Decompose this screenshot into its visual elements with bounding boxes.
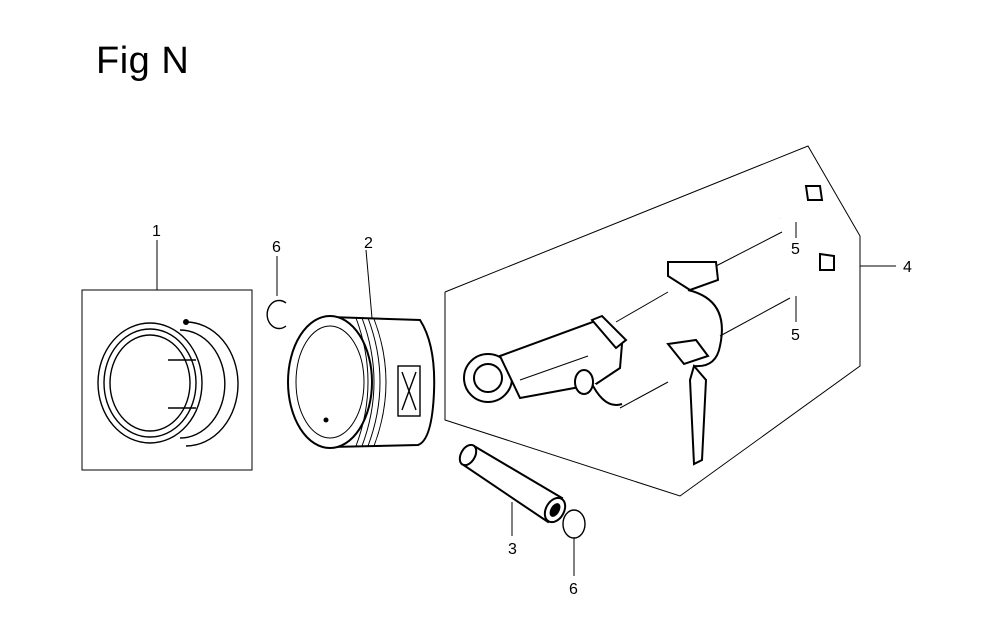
ring-set-box [81,289,253,471]
leader-lines [156,222,896,576]
figure-title: Fig N [96,40,190,82]
connecting-rod [463,314,628,406]
ring-rear [168,319,239,447]
circlip-top [266,299,287,330]
piston-pin [458,443,567,524]
callouts: 1 2 3 4 5 5 6 6 [152,223,912,598]
callout-1: 1 [152,223,161,240]
cap-bolt-lower [785,252,835,292]
callout-3: 3 [508,541,517,558]
piston-ring-set [81,289,253,471]
circlip-bottom [562,509,586,539]
callout-2: 2 [364,235,373,252]
callout-5-upper: 5 [791,241,800,258]
connecting-rod-assembly [444,145,861,497]
ring-front [97,322,203,444]
cap-bolt-upper [779,185,824,220]
assembly-outline [444,145,861,497]
piston [287,315,436,449]
rod-cap [666,261,723,466]
callout-6-lower: 6 [569,581,578,598]
callout-5-lower: 5 [791,327,800,344]
callout-4: 4 [903,259,912,276]
callout-6-upper: 6 [272,239,281,256]
